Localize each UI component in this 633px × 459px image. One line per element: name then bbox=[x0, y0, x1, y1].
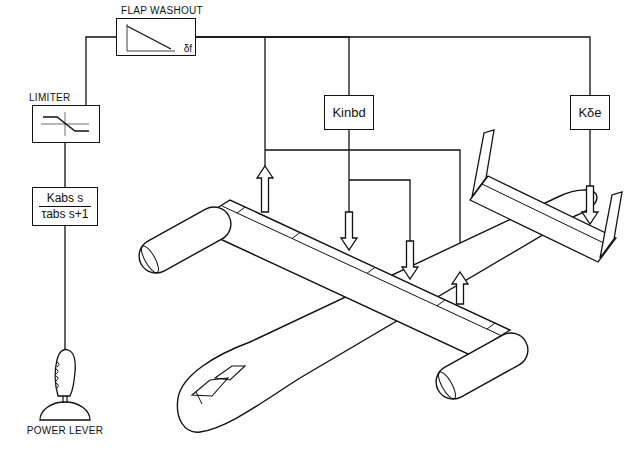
nacelle-body bbox=[430, 327, 534, 405]
flap-hinge bbox=[222, 206, 502, 336]
elevator-down-arrow bbox=[582, 186, 598, 224]
leader-line bbox=[348, 120, 349, 212]
cockpit-window bbox=[215, 366, 245, 380]
limiter-graph bbox=[33, 106, 101, 144]
deflection-arrows bbox=[257, 166, 598, 304]
flap-break bbox=[487, 323, 495, 329]
lever-base bbox=[40, 402, 90, 420]
signal-line bbox=[86, 37, 116, 105]
cockpit-frame bbox=[196, 392, 202, 404]
flap-break bbox=[367, 267, 375, 273]
block-heading: LIMITER bbox=[29, 92, 71, 103]
graph-curve bbox=[43, 117, 89, 131]
nacelle-ring bbox=[138, 244, 161, 275]
numerator-text: Kabs s bbox=[39, 191, 90, 207]
cockpit-window bbox=[192, 378, 228, 396]
flap-break bbox=[237, 207, 245, 213]
flap-down-arrow bbox=[402, 241, 418, 279]
denominator-text: τabs s+1 bbox=[39, 207, 90, 222]
elevator-hinge bbox=[482, 184, 610, 246]
gain-symbol: Kinbd bbox=[332, 105, 365, 120]
vertical-fin bbox=[600, 192, 622, 258]
leader-line bbox=[64, 215, 65, 352]
signal-line bbox=[64, 143, 65, 187]
gain-symbol: Kδe bbox=[578, 105, 601, 120]
gain-box: Kδe bbox=[570, 95, 609, 130]
signal-line bbox=[196, 37, 349, 95]
graph-axes bbox=[127, 24, 175, 51]
signal-symbol: δf bbox=[184, 43, 192, 54]
signal-line bbox=[196, 37, 590, 95]
block-heading: FLAP WASHOUT bbox=[121, 5, 203, 16]
function-block: LIMITER bbox=[32, 105, 100, 143]
leader-line bbox=[264, 37, 265, 166]
flap-up-arrow bbox=[257, 166, 273, 212]
flap-break bbox=[292, 233, 300, 239]
function-block: FLAP WASHOUTδf bbox=[116, 18, 196, 56]
gain-box: Kinbd bbox=[324, 95, 373, 130]
flap-breaks bbox=[237, 207, 495, 329]
flap-up-arrow bbox=[452, 272, 468, 304]
nacelle bbox=[133, 201, 237, 279]
transfer-function-box: Kabs sτabs s+1 bbox=[32, 187, 97, 226]
lever-grip bbox=[56, 362, 59, 388]
nacelle-body bbox=[133, 201, 237, 279]
control-label: POWER LEVER bbox=[27, 425, 104, 436]
nacelle bbox=[430, 327, 534, 405]
flap-down-arrow bbox=[341, 212, 357, 250]
leader-line bbox=[349, 180, 410, 241]
flap-break bbox=[437, 300, 445, 306]
graph-axes bbox=[41, 112, 89, 136]
lever-handle bbox=[55, 349, 75, 396]
wing bbox=[190, 200, 510, 355]
horizontal-stabilizer bbox=[470, 176, 616, 262]
graph-curve bbox=[127, 26, 171, 49]
nacelle-ring bbox=[435, 370, 458, 401]
lever-stem bbox=[63, 396, 67, 403]
